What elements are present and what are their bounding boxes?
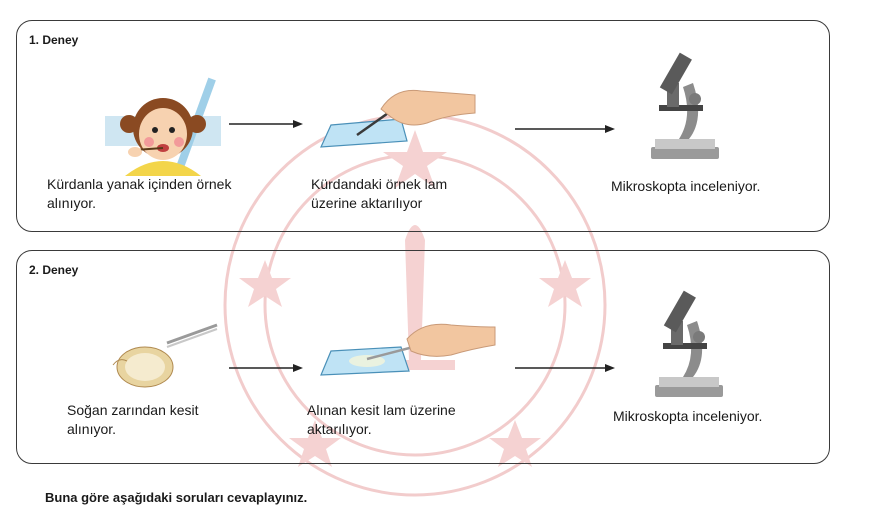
step-caption: Soğan zarından kesit alınıyor. [67, 402, 199, 437]
step-caption: Kürdanla yanak içinden örnek alınıyor. [47, 176, 232, 211]
experiment-title: 1. Deney [29, 33, 79, 47]
hand-slide-icon [320, 89, 476, 148]
arrow-icon [229, 364, 303, 372]
onion-tweezers-icon [112, 323, 218, 388]
girl-toothpick-icon [105, 77, 221, 176]
step-caption: Kürdandaki örnek lam üzerine aktarılıyor [311, 176, 448, 211]
experiment-title: 2. Deney [29, 263, 79, 277]
hand-slide-icon [320, 323, 496, 376]
experiment-2-panel: 2. Deney Soğan zarından kesit alınıyor. [16, 250, 830, 464]
microscope-icon [651, 52, 719, 159]
instruction-text: Buna göre aşağıdaki soruları cevaplayını… [45, 490, 308, 505]
step-caption: Mikroskopta inceleniyor. [611, 178, 761, 194]
step-caption: Mikroskopta inceleniyor. [613, 408, 763, 424]
step-caption: Alınan kesit lam üzerine aktarılıyor. [307, 402, 456, 437]
arrow-icon [515, 364, 615, 372]
arrow-icon [229, 120, 303, 128]
microscope-icon [655, 290, 723, 397]
experiment-1-panel: 1. Deney [16, 20, 830, 232]
arrow-icon [515, 125, 615, 133]
